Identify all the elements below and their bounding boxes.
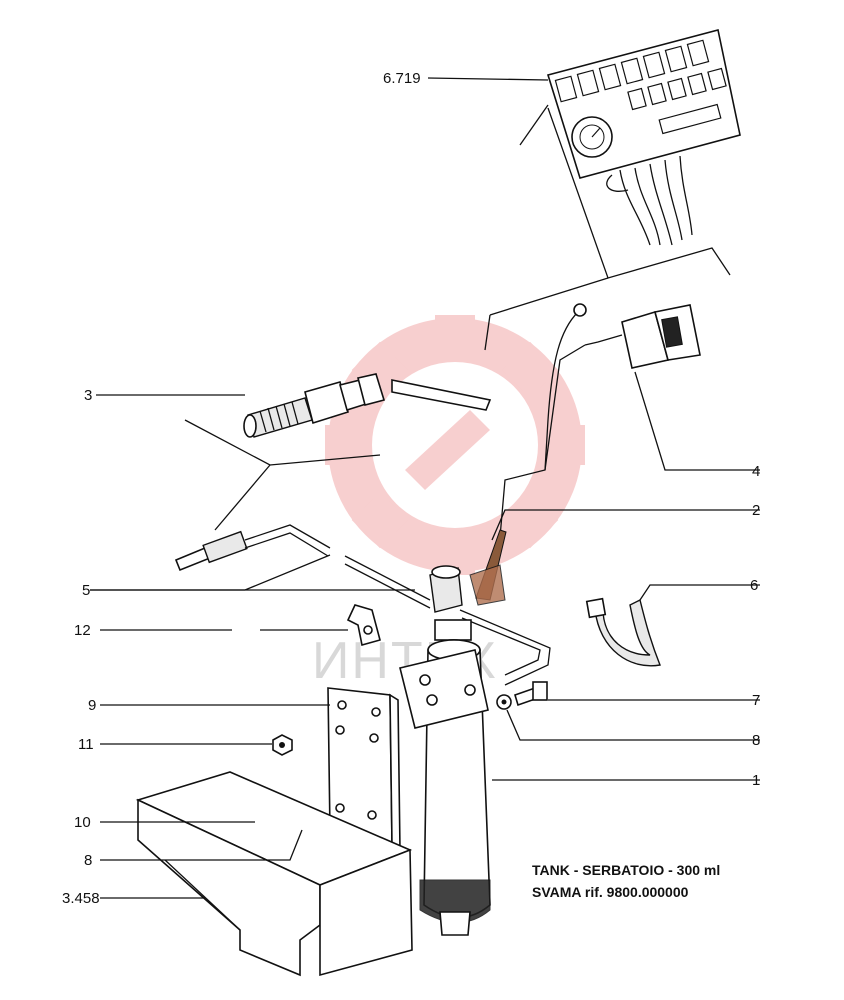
callout-6719: 6.719 [383, 70, 421, 87]
caption-line-2: SVAMA rif. 9800.000000 [532, 884, 689, 900]
callout-10: 10 [74, 814, 91, 831]
cable-tie-part [585, 597, 661, 667]
callout-1: 1 [752, 772, 760, 789]
callout-5: 5 [82, 582, 90, 599]
tank-part [399, 619, 491, 936]
callout-4: 4 [752, 463, 760, 480]
callout-6: 6 [750, 577, 758, 594]
nut-part [272, 734, 293, 756]
caption-line-1: TANK - SERBATOIO - 300 ml [532, 862, 720, 878]
clamp-part [346, 604, 381, 647]
fuel-line-part [174, 524, 551, 686]
callout-labels: 6.719 3 4 2 5 6 12 7 9 8 11 1 10 8 3.458 [62, 70, 760, 907]
callout-3458: 3.458 [62, 890, 100, 907]
callout-12: 12 [74, 622, 91, 639]
callout-8-left: 8 [84, 852, 92, 869]
heater-plug-part [243, 373, 492, 438]
control-panel-part [546, 29, 741, 246]
callout-3: 3 [84, 387, 92, 404]
leader-lines [90, 77, 760, 899]
callout-11: 11 [78, 736, 94, 753]
inset-frame-lines [184, 104, 731, 531]
callout-7: 7 [752, 692, 760, 709]
support-base-part [135, 771, 413, 977]
callout-8-right: 8 [752, 732, 760, 749]
bolt-part [496, 681, 548, 710]
callout-2: 2 [752, 502, 760, 519]
callout-9: 9 [88, 697, 96, 714]
